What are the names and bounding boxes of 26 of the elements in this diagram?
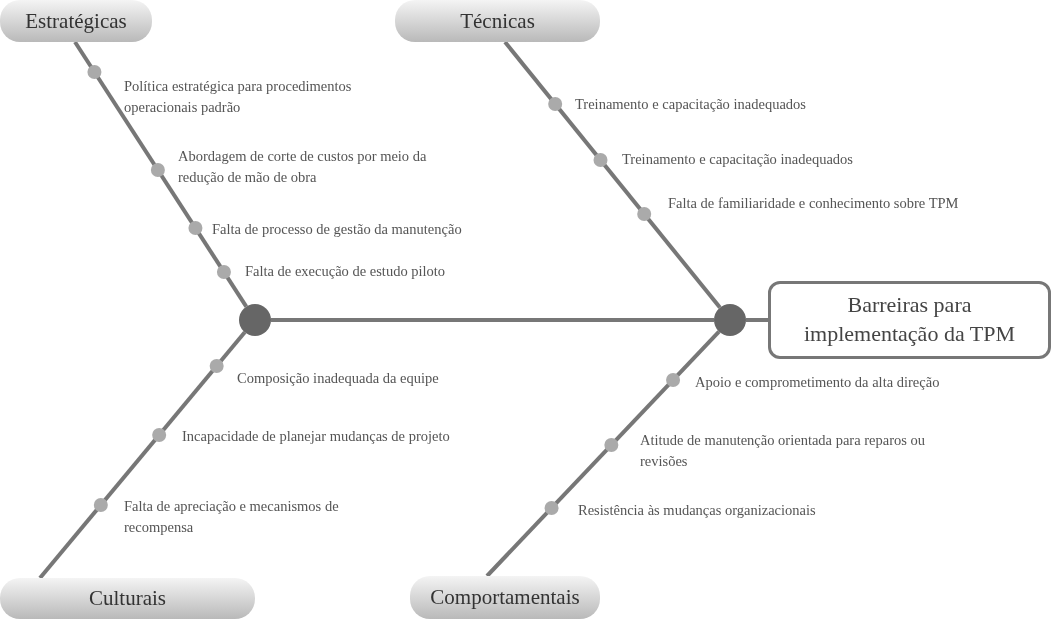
bone-line	[503, 40, 722, 309]
effect-box: Barreiras para implementação da TPM	[768, 281, 1051, 359]
category-label: Comportamentais	[410, 576, 600, 619]
joint-circle	[239, 304, 271, 336]
bone-line	[746, 318, 768, 322]
cause-text: Apoio e comprometimento da alta direção	[695, 373, 941, 392]
bone-line	[485, 330, 721, 578]
category-label: Culturais	[0, 578, 255, 619]
cause-text: Abordagem de corte de custos por meio da redução de mão de obra	[178, 147, 428, 187]
cause-text: Falta de processo de gestão da manutenção	[212, 220, 463, 239]
category-label: Técnicas	[395, 0, 600, 42]
category-label: Estratégicas	[0, 0, 152, 42]
cause-text: Política estratégica para procedimentos operacionais padrão	[124, 77, 353, 117]
cause-text: Composição inadequada da equipe	[237, 369, 440, 388]
cause-text: Treinamento e capacitação inadequados	[622, 150, 854, 169]
joint-circle	[714, 304, 746, 336]
bone-line	[38, 331, 247, 580]
cause-text: Atitude de manutenção orientada para reparos ou revisões	[640, 431, 927, 471]
cause-text: Falta de familiaridade e conhecimento sobre TPM	[668, 194, 960, 213]
cause-text: Incapacidade de planejar mudanças de projeto	[182, 427, 451, 446]
bone-line	[271, 318, 714, 322]
cause-text: Treinamento e capacitação inadequados	[575, 95, 807, 114]
cause-text: Resistência às mudanças organizacionais	[578, 501, 817, 520]
cause-text: Falta de apreciação e mecanismos de recompensa	[124, 497, 340, 537]
cause-text: Falta de execução de estudo piloto	[245, 262, 447, 281]
bone-line	[73, 40, 248, 308]
